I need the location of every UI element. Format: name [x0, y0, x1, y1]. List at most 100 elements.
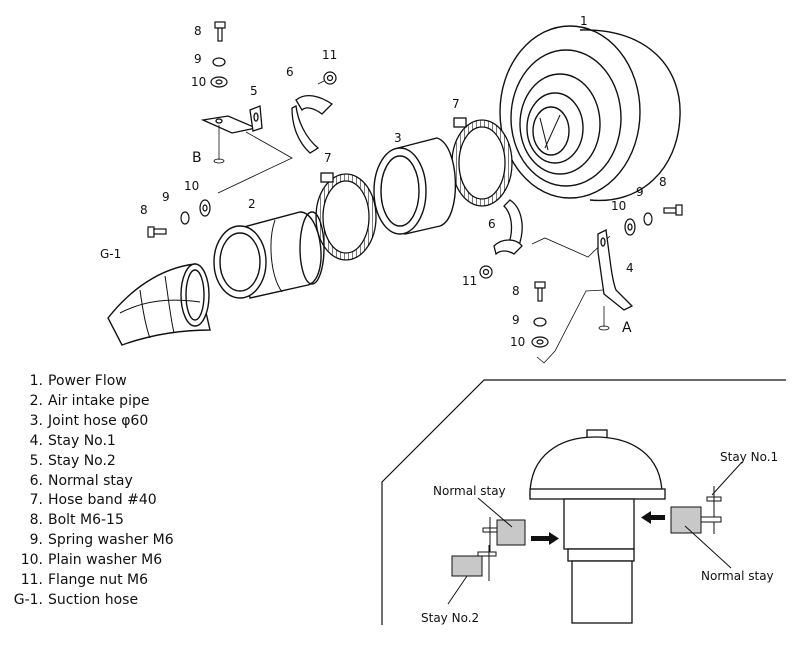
callout-7-left: 7 [324, 151, 332, 165]
legend-text: Spring washer M6 [48, 532, 174, 549]
legend-item: 5. Stay No.2 [12, 452, 174, 472]
legend-number: 8. [29, 512, 43, 529]
plain-washer-10-left [199, 199, 211, 217]
legend-text: Normal stay [48, 472, 133, 489]
legend-text: Hose band #40 [48, 492, 157, 509]
bolt-8-right [663, 204, 683, 216]
callout-10-right: 10 [611, 199, 626, 213]
callout-6-top: 6 [286, 65, 294, 79]
callout-9-right: 9 [636, 185, 644, 199]
spring-washer-9-left [180, 211, 190, 225]
legend-text: Plain washer M6 [48, 552, 163, 569]
inset-panel: Stay No.1 Normal stay Normal stay Stay N… [381, 379, 786, 625]
legend-item: 9. Spring washer M6 [12, 531, 174, 551]
inset-label-stay-no1: Stay No.1 [720, 450, 778, 464]
callout-6-right: 6 [488, 217, 496, 231]
legend-item: 7. Hose band #40 [12, 491, 174, 511]
flange-nut-11-bottom [479, 265, 493, 279]
legend-item: 3. Joint hose φ60 [12, 412, 174, 432]
legend-number: 6. [29, 472, 43, 489]
plain-washer-10-bottom [531, 336, 549, 348]
inset-arrow-right [531, 532, 559, 545]
suction-hose [107, 263, 211, 346]
callout-10-top: 10 [191, 75, 206, 89]
legend-item: 8. Bolt M6-15 [12, 511, 174, 531]
legend-item: 6. Normal stay [12, 472, 174, 492]
callout-8-top: 8 [194, 24, 202, 38]
inset-stay-no2 [447, 545, 497, 605]
legend-text: Power Flow [48, 373, 127, 389]
callout-5: 5 [250, 84, 258, 98]
legend-text: Air intake pipe [48, 392, 150, 409]
callout-8-left: 8 [140, 203, 148, 217]
inset-normal-stay-right [670, 506, 732, 569]
callout-3: 3 [394, 131, 402, 145]
plain-washer-10-right [624, 218, 636, 236]
legend-item: 1. Power Flow [12, 372, 174, 392]
legend-number: 11. [20, 572, 43, 589]
spring-washer-9-bottom [533, 317, 547, 327]
inset-arrow-left [641, 511, 665, 524]
legend-item: 4. Stay No.1 [12, 432, 174, 452]
callout-9-top: 9 [194, 52, 202, 66]
mount-point-b: B [192, 150, 202, 166]
spring-washer-9-top [212, 57, 226, 67]
callout-1: 1 [580, 14, 588, 28]
bolt-8-left [147, 226, 167, 238]
legend-item: 10. Plain washer M6 [12, 551, 174, 571]
inset-filter [529, 429, 666, 624]
plain-washer-10-top [210, 76, 228, 88]
callout-10-bottom: 10 [510, 335, 525, 349]
callout-g1: G-1 [100, 247, 121, 261]
air-intake-pipe [213, 211, 325, 299]
legend-text: Joint hose φ60 [48, 412, 149, 429]
callout-9-left: 9 [162, 190, 170, 204]
callout-8-right: 8 [659, 175, 667, 189]
inset-normal-stay-left [477, 497, 526, 556]
inset-label-stay-no2: Stay No.2 [421, 611, 479, 625]
callout-10-left: 10 [184, 179, 199, 193]
callout-7-right: 7 [452, 97, 460, 111]
stay-no2-bracket [200, 105, 293, 194]
spring-washer-9-right [643, 212, 653, 226]
legend-number: 5. [29, 452, 43, 469]
normal-stay-right [493, 199, 611, 258]
legend-item: G-1. Suction hose [12, 591, 174, 611]
legend-text: Suction hose [48, 591, 139, 608]
flange-nut-11-top [317, 71, 337, 85]
legend-text: Stay No.2 [48, 452, 116, 469]
legend-text: Bolt M6-15 [48, 512, 124, 529]
joint-hose [373, 137, 457, 235]
callout-11-top: 11 [322, 48, 337, 62]
bolt-8-bottom [534, 281, 546, 302]
callout-2: 2 [248, 197, 256, 211]
inset-stay-no1 [698, 461, 743, 534]
parts-legend: 1. Power Flow 2. Air intake pipe 3. Joint h… [12, 372, 174, 611]
legend-number: 2. [29, 392, 43, 409]
callout-8-bottom: 8 [512, 284, 520, 298]
legend-number: 4. [29, 432, 43, 449]
legend-number: 10. [20, 552, 43, 569]
legend-item: 2. Air intake pipe [12, 392, 174, 412]
inset-label-normal-stay-left: Normal stay [433, 484, 506, 498]
callout-4: 4 [626, 261, 634, 275]
bolt-8-top [214, 21, 226, 42]
legend-number: 1. [29, 373, 43, 389]
legend-item: 11. Flange nut M6 [12, 571, 174, 591]
hose-band-7-right [451, 117, 513, 207]
power-flow-filter [499, 25, 681, 202]
hose-band-7-left [315, 172, 377, 261]
legend-text: Stay No.1 [48, 432, 116, 449]
callout-11-bottom: 11 [462, 274, 477, 288]
legend-number: 9. [29, 532, 43, 549]
normal-stay-top [291, 94, 334, 154]
legend-number: 7. [29, 492, 43, 509]
legend-text: Flange nut M6 [48, 572, 149, 589]
callout-9-bottom: 9 [512, 313, 520, 327]
mount-point-a: A [622, 320, 632, 336]
legend-number: G-1. [13, 591, 43, 608]
stay-no1-bracket [536, 229, 634, 364]
inset-label-normal-stay-right: Normal stay [701, 569, 774, 583]
legend-number: 3. [29, 412, 43, 429]
